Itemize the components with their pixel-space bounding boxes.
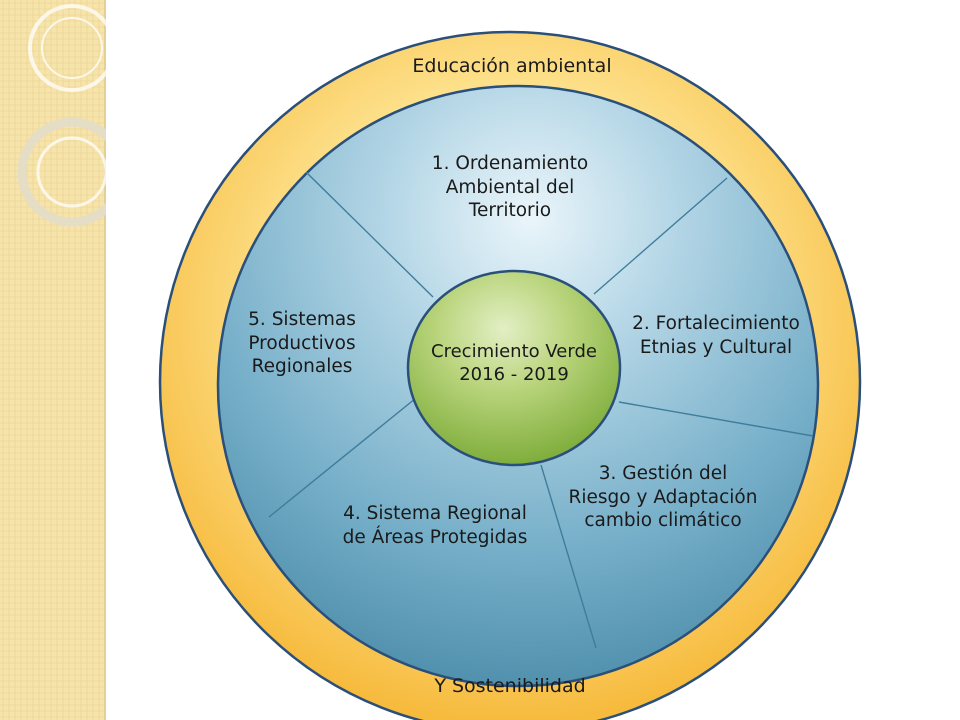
segment-2-label: 2. Fortalecimiento Etnias y Cultural bbox=[618, 312, 814, 359]
outer-top-text: Educación ambiental bbox=[412, 55, 612, 77]
outer-bottom-text: Y Sostenibilidad bbox=[434, 675, 586, 697]
divider-5-1 bbox=[305, 171, 434, 298]
segment-5-line-2: Productivos bbox=[248, 332, 356, 354]
center-label: Crecimiento Verde 2016 - 2019 bbox=[414, 340, 614, 386]
segment-4-label: 4. Sistema Regional de Áreas Protegidas bbox=[320, 502, 550, 549]
segment-4-line-1: 4. Sistema Regional bbox=[343, 503, 527, 524]
outer-ring-bottom-label: Y Sostenibilidad bbox=[410, 674, 610, 698]
segment-dividers bbox=[268, 171, 814, 649]
segment-5-line-1: 5. Sistemas bbox=[248, 309, 356, 330]
segment-3-line-2: Riesgo y Adaptación bbox=[568, 486, 758, 508]
decorative-side-strip bbox=[0, 0, 106, 720]
divider-3-4 bbox=[540, 464, 597, 649]
divider-2-3 bbox=[618, 401, 814, 437]
segment-3-label: 3. Gestión del Riesgo y Adaptación cambi… bbox=[558, 462, 768, 533]
segment-1-label: 1. Ordenamiento Ambiental del Territorio bbox=[400, 152, 620, 223]
segment-2-line-1: 2. Fortalecimiento bbox=[632, 313, 800, 334]
segment-4-line-2: de Áreas Protegidas bbox=[342, 526, 528, 548]
segment-1-line-3: Territorio bbox=[468, 200, 552, 222]
center-circle bbox=[406, 269, 622, 467]
center-line-1: Crecimiento Verde bbox=[431, 341, 597, 362]
segment-3-line-1: 3. Gestión del bbox=[598, 463, 728, 484]
decorative-rings-icon bbox=[17, 4, 106, 227]
divider-1-2 bbox=[593, 177, 728, 295]
outer-ring-top-label: Educación ambiental bbox=[402, 54, 622, 78]
center-line-2: 2016 - 2019 bbox=[459, 364, 569, 386]
segment-1-line-1: 1. Ordenamiento bbox=[431, 153, 589, 174]
segment-5-label: 5. Sistemas Productivos Regionales bbox=[232, 308, 372, 379]
segment-2-line-2: Etnias y Cultural bbox=[639, 336, 793, 358]
segment-5-line-3: Regionales bbox=[251, 356, 353, 378]
segment-3-line-3: cambio climático bbox=[584, 510, 742, 532]
segment-1-line-2: Ambiental del bbox=[445, 176, 575, 198]
strip-background bbox=[0, 0, 106, 720]
divider-4-5 bbox=[268, 393, 422, 518]
